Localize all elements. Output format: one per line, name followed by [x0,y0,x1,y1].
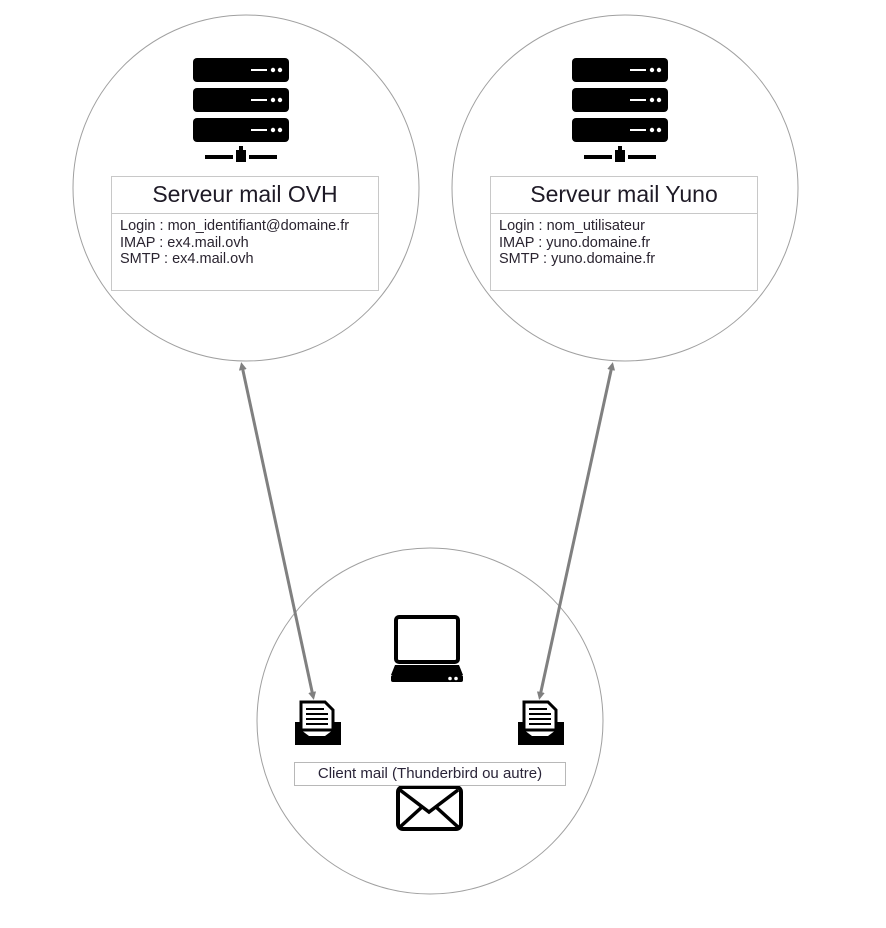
ovh-connection-arrow [238,362,317,700]
yuno-server-circle [451,14,799,362]
server-icon [572,58,668,162]
yuno-server-title: Serveur mail Yuno [491,177,757,214]
ovh-login-line: Login : mon_identifiant@domaine.fr [120,218,350,234]
yuno-connection-arrow [536,362,616,700]
ovh-server-info-box: Serveur mail OVH Login : mon_identifiant… [111,176,379,291]
envelope-icon [396,785,463,831]
ovh-smtp-line: SMTP : ex4.mail.ovh [120,251,254,267]
ovh-server-title: Serveur mail OVH [112,177,378,214]
laptop-icon [391,615,463,682]
ovh-imap-line: IMAP : ex4.mail.ovh [120,234,249,251]
yuno-server-info-box: Serveur mail Yuno Login : nom_utilisateu… [490,176,758,291]
client-mail-label: Client mail (Thunderbird ou autre) [294,762,566,786]
inbox-document-icon [518,700,564,745]
client-circle [256,547,604,895]
yuno-login-line: Login : nom_utilisateur [499,218,645,234]
ovh-server-circle [72,14,420,362]
yuno-smtp-line: SMTP : yuno.domaine.fr [499,251,656,267]
server-icon [193,58,289,162]
yuno-imap-line: IMAP : yuno.domaine.fr [499,234,651,251]
inbox-document-icon [295,700,341,745]
